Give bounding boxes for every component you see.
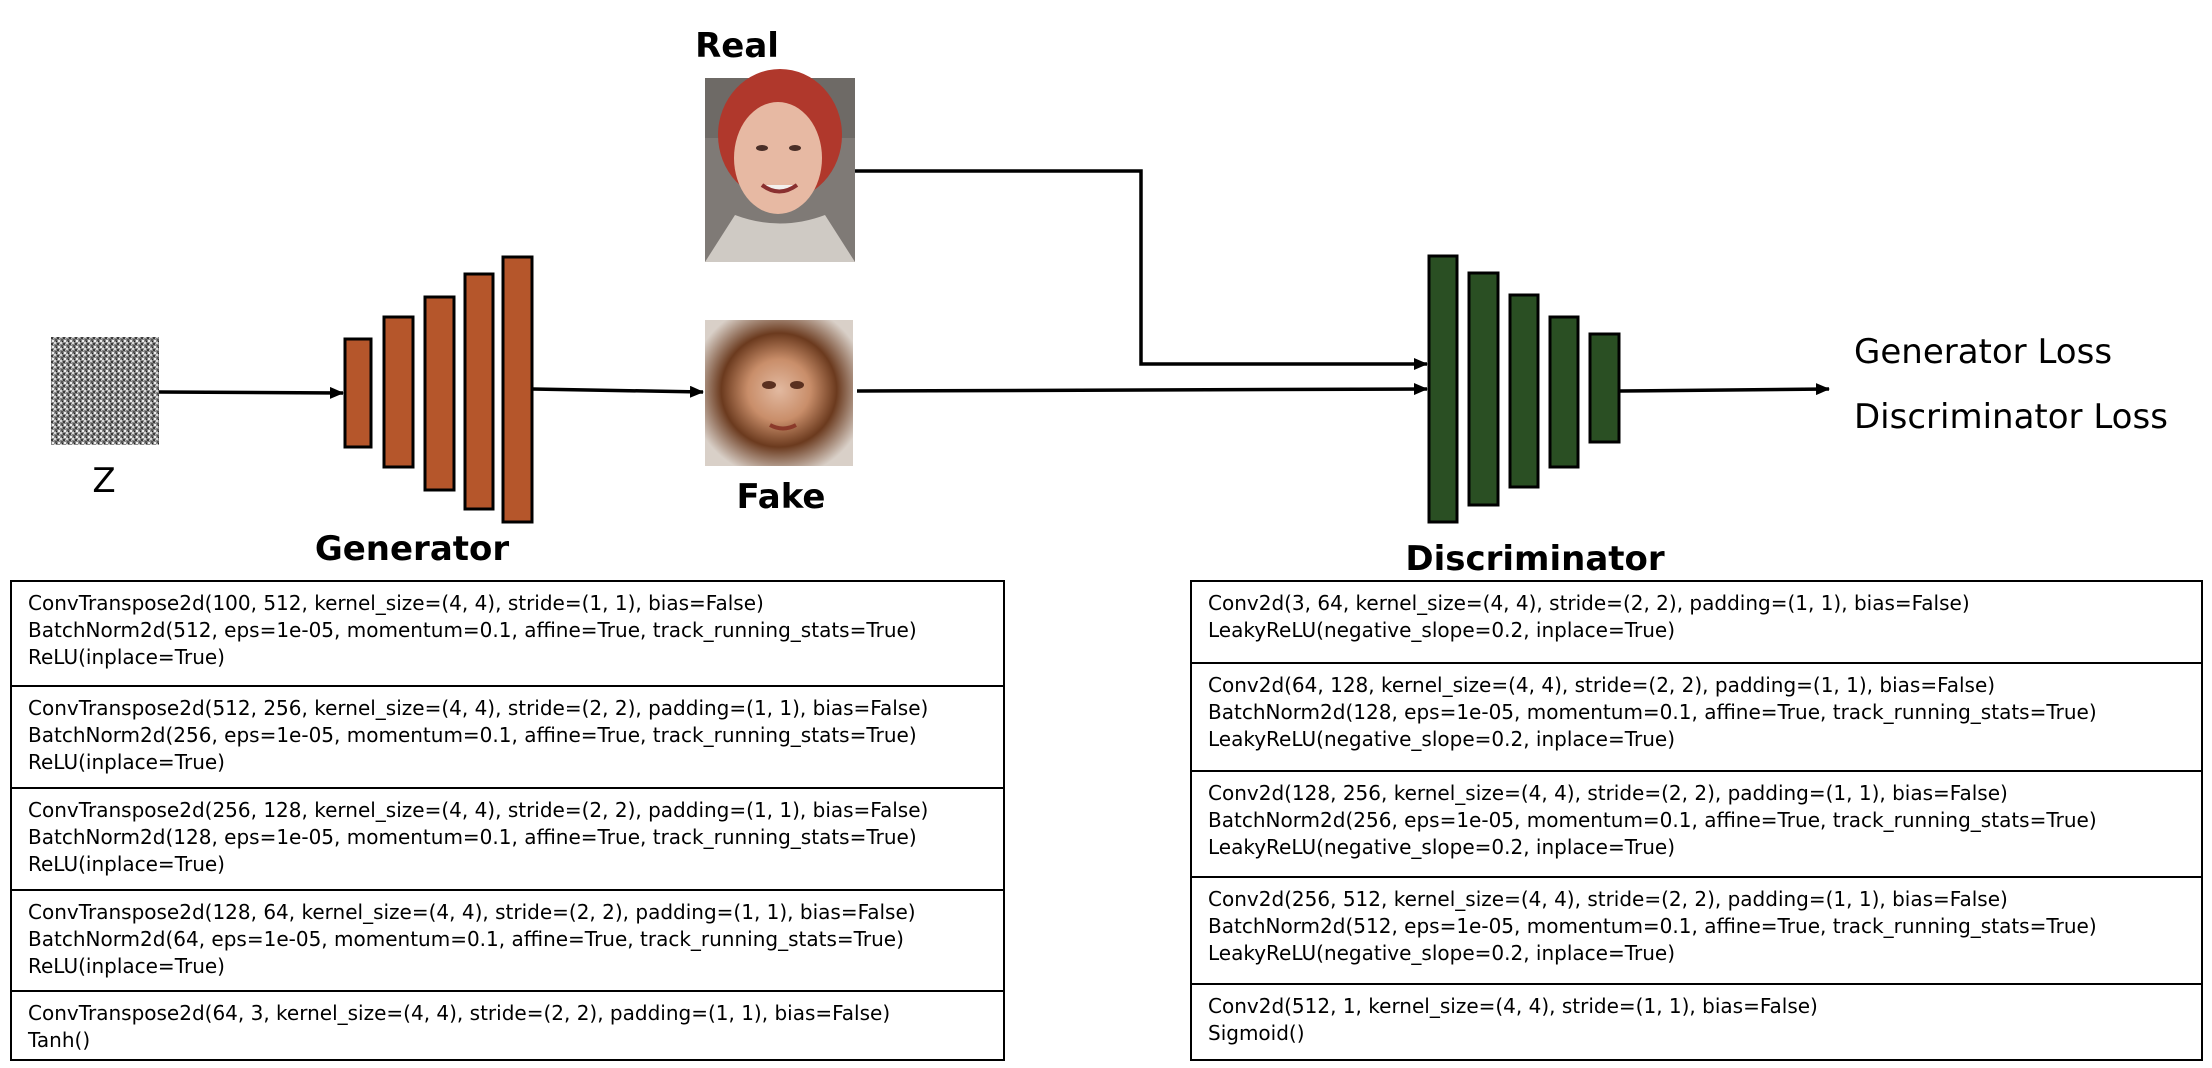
- discriminator-block-5: [1588, 332, 1621, 444]
- discriminator-block-4: [1548, 315, 1580, 469]
- discriminator-loss-label: Discriminator Loss: [1854, 397, 2168, 437]
- layer-line: LeakyReLU(negative_slope=0.2, inplace=Tr…: [1208, 941, 1675, 965]
- z-label: Z: [92, 461, 115, 501]
- real-face-image: [705, 69, 855, 262]
- discriminator-layers-table: Conv2d(3, 64, kernel_size=(4, 4), stride…: [1190, 580, 2203, 1061]
- discriminator-layer-row: Conv2d(3, 64, kernel_size=(4, 4), stride…: [1192, 582, 2201, 662]
- layer-line: LeakyReLU(negative_slope=0.2, inplace=Tr…: [1208, 727, 1675, 751]
- fake-label: Fake: [737, 477, 826, 517]
- layer-line: Tanh(): [28, 1028, 91, 1052]
- layer-line: ReLU(inplace=True): [28, 852, 225, 876]
- layer-line: BatchNorm2d(64, eps=1e-05, momentum=0.1,…: [28, 927, 904, 951]
- layer-line: ConvTranspose2d(512, 256, kernel_size=(4…: [28, 696, 929, 720]
- layer-line: ConvTranspose2d(256, 128, kernel_size=(4…: [28, 798, 929, 822]
- discriminator-layer-row: Conv2d(64, 128, kernel_size=(4, 4), stri…: [1192, 662, 2201, 770]
- layer-line: ConvTranspose2d(64, 3, kernel_size=(4, 4…: [28, 1001, 891, 1025]
- generator-layer-row: ConvTranspose2d(100, 512, kernel_size=(4…: [12, 582, 1003, 685]
- layer-line: ReLU(inplace=True): [28, 954, 225, 978]
- real-label: Real: [695, 26, 779, 66]
- generator-block-5: [501, 255, 534, 524]
- discriminator-layer-row: Conv2d(256, 512, kernel_size=(4, 4), str…: [1192, 876, 2201, 983]
- arrow-real-to-discriminator: [855, 169, 1428, 370]
- layer-line: Sigmoid(): [1208, 1021, 1305, 1045]
- arrow-generator-to-fake: [531, 385, 704, 398]
- layer-line: Conv2d(256, 512, kernel_size=(4, 4), str…: [1208, 887, 2008, 911]
- generator-loss-label: Generator Loss: [1854, 332, 2112, 372]
- discriminator-layer-row: Conv2d(512, 1, kernel_size=(4, 4), strid…: [1192, 983, 2201, 1059]
- generator-block-3: [423, 295, 456, 492]
- generator-block-4: [463, 272, 495, 511]
- discriminator-blocks: [1427, 254, 1621, 524]
- layer-line: ReLU(inplace=True): [28, 645, 225, 669]
- layer-line: Conv2d(3, 64, kernel_size=(4, 4), stride…: [1208, 591, 1970, 615]
- layer-line: LeakyReLU(negative_slope=0.2, inplace=Tr…: [1208, 835, 1675, 859]
- discriminator-block-1: [1427, 254, 1459, 524]
- fake-face-image: [705, 320, 853, 466]
- generator-layer-row: ConvTranspose2d(128, 64, kernel_size=(4,…: [12, 889, 1003, 990]
- layer-line: BatchNorm2d(128, eps=1e-05, momentum=0.1…: [28, 825, 917, 849]
- gan-diagram: Real Fake Z Generator Discriminator Gene…: [51, 26, 2168, 579]
- generator-layer-row: ConvTranspose2d(256, 128, kernel_size=(4…: [12, 787, 1003, 889]
- generator-layers-table: ConvTranspose2d(100, 512, kernel_size=(4…: [10, 580, 1005, 1061]
- layer-line: Conv2d(128, 256, kernel_size=(4, 4), str…: [1208, 781, 2008, 805]
- arrow-discriminator-to-loss: [1619, 383, 1830, 396]
- discriminator-block-3: [1508, 293, 1540, 489]
- layer-line: ReLU(inplace=True): [28, 750, 225, 774]
- layer-line: LeakyReLU(negative_slope=0.2, inplace=Tr…: [1208, 618, 1675, 642]
- layer-line: BatchNorm2d(512, eps=1e-05, momentum=0.1…: [28, 618, 917, 642]
- layer-line: BatchNorm2d(512, eps=1e-05, momentum=0.1…: [1208, 914, 2097, 938]
- generator-layer-row: ConvTranspose2d(64, 3, kernel_size=(4, 4…: [12, 990, 1003, 1059]
- discriminator-block-2: [1467, 271, 1500, 507]
- generator-label: Generator: [315, 529, 510, 569]
- generator-layer-row: ConvTranspose2d(512, 256, kernel_size=(4…: [12, 685, 1003, 787]
- discriminator-layer-row: Conv2d(128, 256, kernel_size=(4, 4), str…: [1192, 770, 2201, 876]
- arrow-z-to-generator: [158, 386, 344, 399]
- layer-line: ConvTranspose2d(100, 512, kernel_size=(4…: [28, 591, 764, 615]
- z-noise-image: [51, 337, 159, 445]
- layer-line: ConvTranspose2d(128, 64, kernel_size=(4,…: [28, 900, 916, 924]
- arrow-fake-to-discriminator: [856, 383, 1428, 396]
- generator-block-1: [343, 337, 373, 449]
- layer-line: Conv2d(512, 1, kernel_size=(4, 4), strid…: [1208, 994, 1818, 1018]
- generator-blocks: [343, 255, 534, 524]
- layer-line: BatchNorm2d(256, eps=1e-05, momentum=0.1…: [28, 723, 917, 747]
- layer-line: Conv2d(64, 128, kernel_size=(4, 4), stri…: [1208, 673, 1996, 697]
- discriminator-label: Discriminator: [1405, 539, 1665, 579]
- generator-block-2: [382, 315, 415, 469]
- layer-line: BatchNorm2d(128, eps=1e-05, momentum=0.1…: [1208, 700, 2097, 724]
- layer-line: BatchNorm2d(256, eps=1e-05, momentum=0.1…: [1208, 808, 2097, 832]
